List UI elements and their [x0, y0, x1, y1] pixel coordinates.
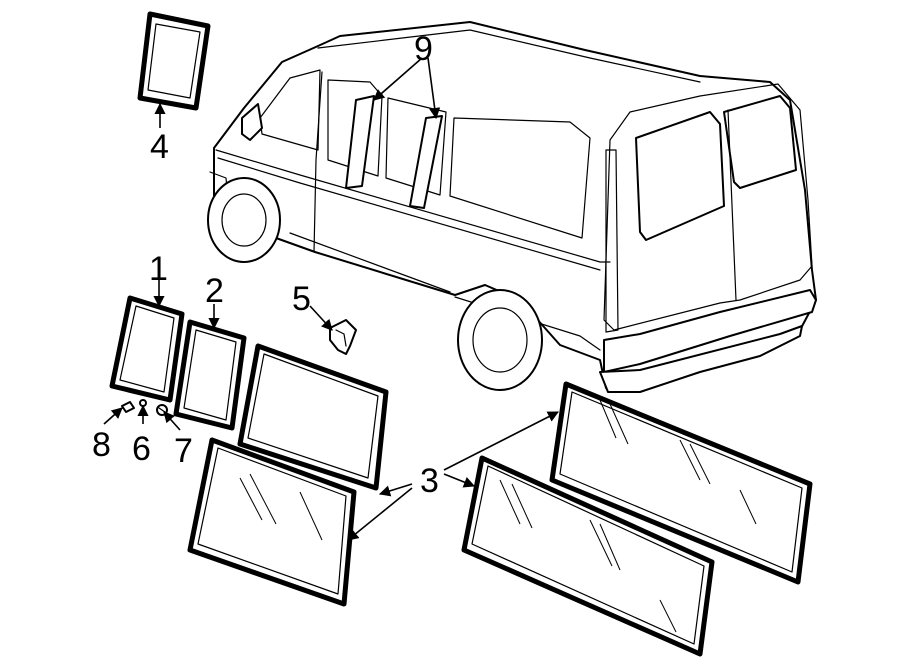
callout-arrows — [103, 57, 559, 541]
clip-part-5 — [329, 319, 357, 355]
glass-part-rear-lower — [461, 455, 715, 657]
glass-part-4 — [137, 11, 211, 111]
callout-label-5: 5 — [292, 280, 311, 318]
trim-molding-parts — [345, 95, 443, 209]
glass-part-rear-upper — [549, 381, 813, 585]
fastener-part-6 — [139, 399, 147, 407]
glass-part-side-upper — [237, 343, 389, 491]
van-illustration — [207, 21, 817, 393]
callout-label-3: 3 — [420, 462, 439, 500]
callout-label-8: 8 — [92, 426, 111, 464]
callout-label-1: 1 — [149, 250, 168, 288]
callout-label-6: 6 — [132, 430, 151, 468]
glass-part-2 — [173, 319, 247, 431]
callout-label-4: 4 — [150, 128, 169, 166]
fastener-part-8 — [121, 401, 135, 413]
glass-part-side-lower — [187, 437, 357, 607]
callout-label-2: 2 — [205, 272, 224, 310]
callout-label-9: 9 — [414, 30, 433, 68]
callout-label-7: 7 — [174, 432, 193, 470]
glass-part-1 — [109, 295, 185, 403]
